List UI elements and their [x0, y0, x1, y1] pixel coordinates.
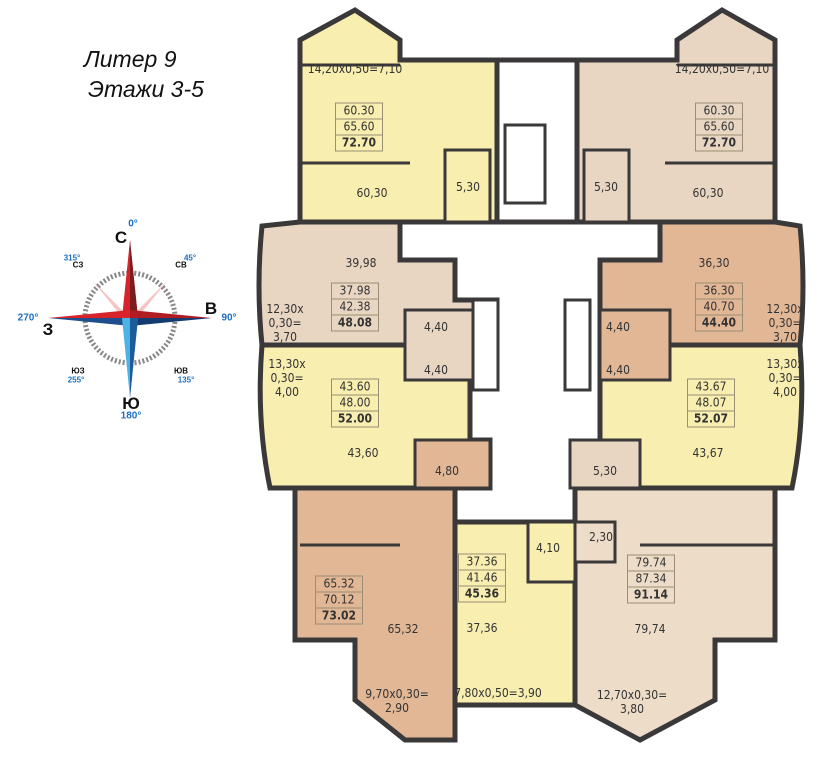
bathroom-area: 5,30 — [593, 180, 619, 194]
compass-deg-n: 0° — [128, 218, 138, 230]
compass-se: ЮВ — [173, 366, 189, 376]
compass-west: З — [42, 320, 54, 339]
room-area: 39,98 — [345, 256, 377, 270]
plan-title: Литер 9 Этажи 3-5 — [84, 46, 204, 102]
bathroom-area: 2,30 — [588, 530, 614, 544]
compass-east: В — [204, 299, 218, 318]
room-area: 36,30 — [698, 256, 730, 270]
bathroom-area: 4,40 — [605, 320, 631, 334]
bathroom-area: 4,40 — [423, 320, 449, 334]
room-area: 37,36 — [466, 621, 498, 635]
compass-deg-w: 270° — [17, 312, 39, 324]
compass-deg-nw: 315° — [63, 253, 81, 263]
room-area: 60,30 — [692, 186, 724, 200]
room-area: 60,30 — [356, 186, 388, 200]
bathroom-area: 5,30 — [592, 464, 618, 478]
compass-deg-s: 180° — [120, 410, 142, 422]
bathroom-area: 4,80 — [434, 464, 460, 478]
room-area: 65,32 — [387, 622, 419, 636]
apartment-bottom-right — [572, 485, 778, 743]
compass-nw: СЗ — [72, 260, 84, 270]
compass-south: Ю — [122, 394, 140, 413]
compass-deg-e: 90° — [221, 312, 237, 324]
room-area: 43,60 — [347, 446, 379, 460]
bathroom-area: 4,10 — [535, 541, 561, 555]
compass-deg-ne: 45° — [183, 253, 197, 263]
room-area: 79,74 — [634, 622, 666, 636]
balcony-label: 9,70x0,30=2,90 — [365, 687, 429, 715]
bathroom-area: 4,40 — [423, 363, 449, 377]
compass-deg-sw: 255° — [67, 375, 85, 385]
bathroom-area: 4,40 — [605, 363, 631, 377]
balcony-label: 14,20x0,50=7,10 — [307, 62, 403, 76]
bathroom-area: 5,30 — [455, 180, 481, 194]
compass-deg-se: 135° — [177, 375, 195, 385]
balcony-label: 12,70x0,30=3,80 — [596, 688, 668, 716]
room-area: 43,67 — [692, 446, 724, 460]
balcony-label: 14,20x0,50=7,10 — [674, 62, 770, 76]
compass-sw: ЮЗ — [71, 366, 85, 376]
balcony-label: 7,80x0,50=3,90 — [454, 686, 542, 700]
compass-ne: СВ — [175, 260, 187, 270]
compass-north: С — [114, 228, 128, 247]
